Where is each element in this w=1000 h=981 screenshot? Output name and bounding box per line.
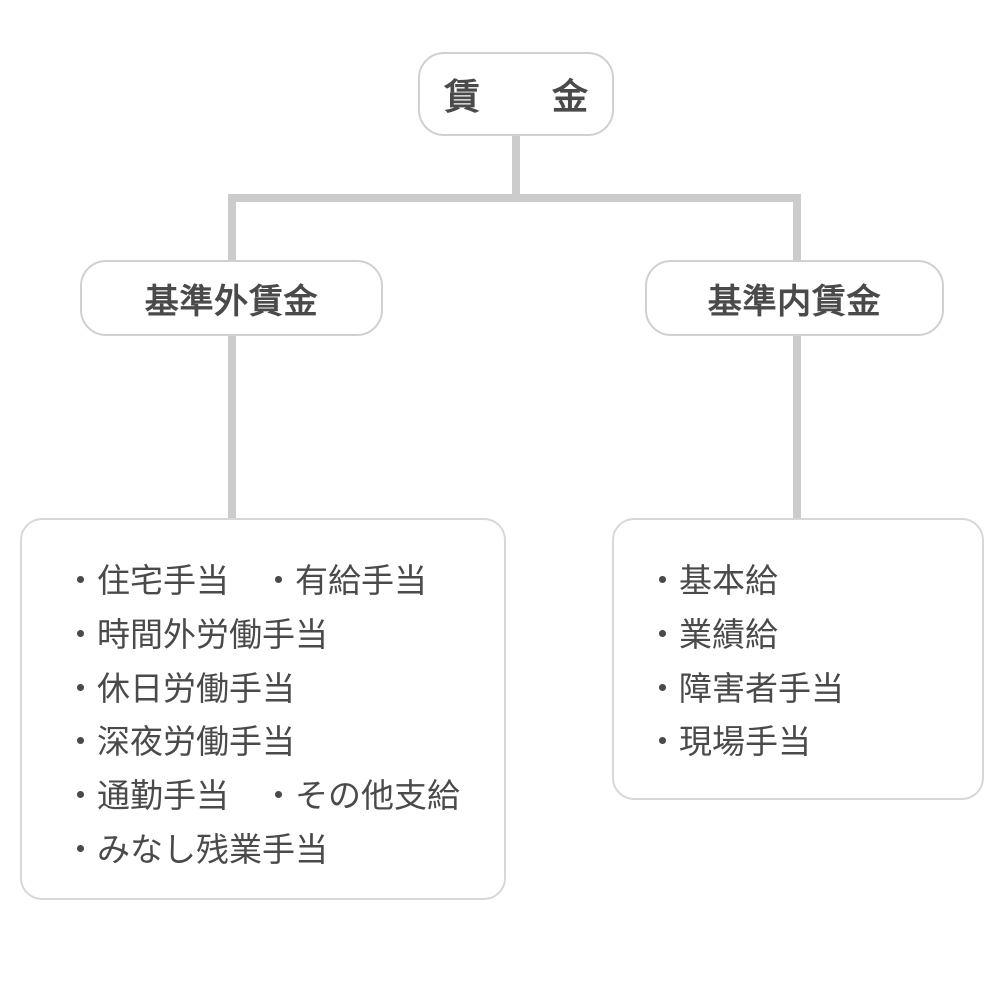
connector-bus-to-right-branch [793, 194, 801, 266]
connector-left-branch-to-list [228, 333, 236, 523]
connector-horizontal-bus [228, 194, 801, 202]
node-branch-non-standard-wage-label: 基準外賃金 [144, 282, 319, 321]
list-item: ・通勤手当 ・その他支給 [64, 777, 460, 815]
node-root-label: 賃 金 [443, 76, 606, 117]
node-branch-standard-wage-label: 基準内賃金 [707, 282, 882, 321]
list-non-standard-wage: ・住宅手当 ・有給手当 ・時間外労働手当 ・休日労働手当 ・深夜労働手当 ・通勤… [64, 554, 504, 877]
list-item: ・住宅手当 ・有給手当 [64, 562, 427, 599]
listbox-standard-wage-items: ・基本給 ・業績給 ・障害者手当 ・現場手当 [612, 518, 984, 800]
list-item: ・休日労働手当 [64, 669, 295, 707]
list-item: ・深夜労働手当 [64, 723, 295, 761]
list-item: ・業績給 [646, 615, 778, 653]
connector-root-stem [512, 134, 520, 202]
connector-right-branch-to-list [793, 333, 801, 523]
list-item: ・障害者手当 [646, 669, 844, 707]
list-item: ・現場手当 [646, 723, 811, 761]
listbox-non-standard-wage-items: ・住宅手当 ・有給手当 ・時間外労働手当 ・休日労働手当 ・深夜労働手当 ・通勤… [20, 518, 506, 900]
list-item: ・基本給 [646, 562, 778, 599]
list-item: ・みなし残業手当 [64, 830, 328, 868]
node-branch-non-standard-wage[interactable]: 基準外賃金 [80, 260, 383, 336]
list-standard-wage: ・基本給 ・業績給 ・障害者手当 ・現場手当 [646, 554, 982, 769]
node-root-wage[interactable]: 賃 金 [418, 52, 614, 136]
list-item: ・時間外労働手当 [64, 615, 328, 653]
node-branch-standard-wage[interactable]: 基準内賃金 [645, 260, 944, 336]
connector-bus-to-left-branch [228, 194, 236, 266]
